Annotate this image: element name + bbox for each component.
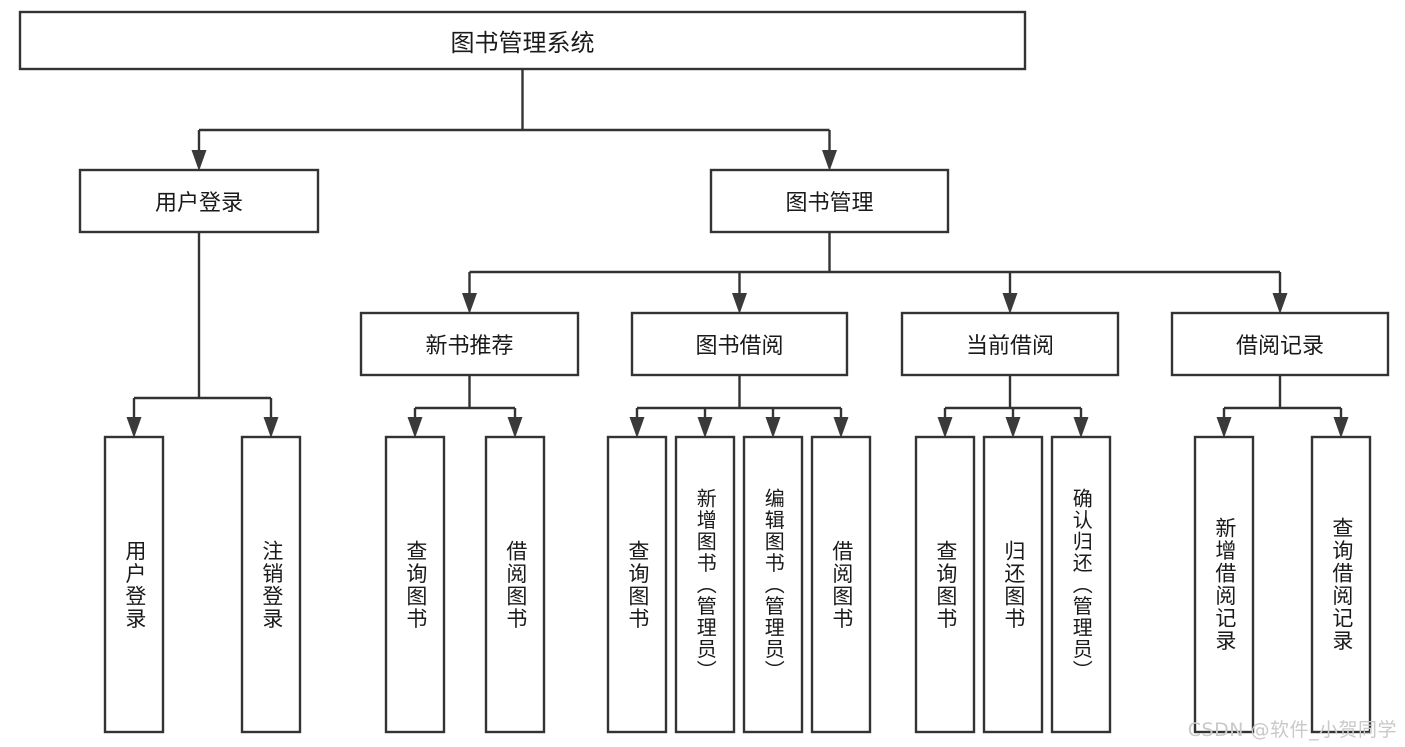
arrow-head-icon xyxy=(1272,293,1288,314)
arrow-head-icon xyxy=(1002,293,1018,314)
arrow-head-icon xyxy=(1333,417,1349,438)
node-box-bookmgmt[interactable] xyxy=(709,168,950,234)
node-box-leaf6[interactable] xyxy=(674,435,736,734)
edges-layer xyxy=(126,69,1349,438)
node-box-leaf7[interactable] xyxy=(742,435,804,734)
node-box-record[interactable] xyxy=(1170,311,1390,377)
node-box-leaf11[interactable] xyxy=(1050,435,1112,734)
node-box-current[interactable] xyxy=(900,311,1120,377)
node-box-leaf2[interactable] xyxy=(240,435,302,734)
nodes-layer xyxy=(18,10,1390,734)
arrow-head-icon xyxy=(191,150,207,171)
node-box-leaf5[interactable] xyxy=(606,435,668,734)
node-box-newbook[interactable] xyxy=(359,311,580,377)
node-box-leaf3[interactable] xyxy=(384,435,446,734)
node-box-leaf10[interactable] xyxy=(982,435,1044,734)
node-box-borrow[interactable] xyxy=(630,311,849,377)
node-box-leaf4[interactable] xyxy=(484,435,546,734)
arrow-head-icon xyxy=(126,417,142,438)
node-box-leaf13[interactable] xyxy=(1310,435,1372,734)
node-box-root[interactable] xyxy=(18,10,1027,71)
node-box-leaf9[interactable] xyxy=(914,435,976,734)
arrow-head-icon xyxy=(1216,417,1232,438)
node-box-leaf1[interactable] xyxy=(103,435,165,734)
arrow-head-icon xyxy=(407,417,423,438)
node-box-login[interactable] xyxy=(78,168,320,234)
arrow-head-icon xyxy=(937,417,953,438)
arrow-head-icon xyxy=(1005,417,1021,438)
arrow-head-icon xyxy=(697,417,713,438)
arrow-head-icon xyxy=(732,293,747,314)
watermark-text: CSDN @软件_小贺同学 xyxy=(1187,719,1397,741)
arrow-head-icon xyxy=(822,150,837,171)
node-box-leaf12[interactable] xyxy=(1193,435,1255,734)
arrow-head-icon xyxy=(1073,417,1089,438)
arrow-head-icon xyxy=(462,293,477,314)
arrow-head-icon xyxy=(765,417,781,438)
node-box-leaf8[interactable] xyxy=(810,435,872,734)
arrow-head-icon xyxy=(263,417,279,438)
arrow-head-icon xyxy=(629,417,645,438)
arrow-head-icon xyxy=(833,417,849,438)
arrow-head-icon xyxy=(507,417,523,438)
